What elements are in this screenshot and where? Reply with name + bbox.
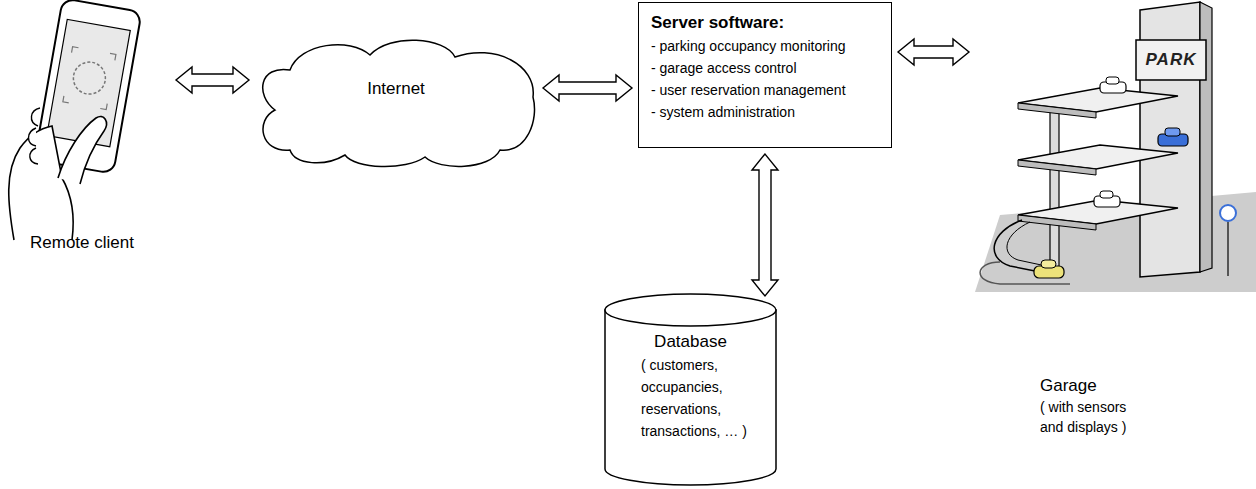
cylinder-top [605,294,776,326]
car-part [1100,191,1113,198]
cloud-outline [263,40,535,166]
car [1034,77,1188,278]
database-cylinder: Database( customers, occupancies, reserv… [603,292,778,487]
garage-illustration-part [1050,100,1059,275]
node-text: ( with sensors and displays ) [1040,397,1140,437]
double-arrow [543,75,632,101]
node-text: - parking occupancy monitoring [651,35,846,57]
garage-floor [1018,88,1178,230]
double-arrow [898,39,969,65]
garage-illustration-part [1220,205,1236,221]
cylinder-outline [605,310,776,485]
garage-illustration-part [994,220,1040,272]
phone-illustration-part-part [63,47,116,110]
node-text: - garage access control [651,57,797,79]
node-text: - user reservation management [651,79,846,101]
garage-floor-part [1018,103,1096,118]
garage-illustration [975,2,1256,292]
node-title: Internet [367,78,425,100]
node-title: Database [654,330,727,354]
car-part [1165,128,1180,136]
cloud-outline [255,35,537,170]
garage-node: Garage( with sensors and displays ) [975,0,1250,445]
double-arrow [752,154,778,296]
double-arrow [176,67,249,93]
sign-text: PARK [1136,40,1206,80]
hand-illustration-part [58,117,106,184]
node-text: ( customers, occupancies, reservations, … [641,354,766,442]
garage-illustration-part [1007,222,1046,266]
cloud-node: Internet [255,35,537,170]
garage-floor-part [1018,160,1096,175]
car-part [1041,260,1056,268]
hand-illustration-part [9,126,74,240]
node-text: - system administration [651,101,795,123]
phone-illustration-part-part [71,60,108,97]
node-title: Garage [1040,375,1097,397]
node-title: Remote client [30,232,134,254]
garage-illustration-part [975,192,1256,292]
hand-illustration [9,108,107,240]
garage-illustration-part [1136,40,1206,80]
hand-illustration-part [29,108,41,164]
garage-illustration-part [1227,222,1229,276]
process-box: Server software:- parking occupancy moni… [638,2,892,148]
client-node: Remote client [5,0,170,262]
car-part [1106,77,1119,84]
node-title: Server software: [651,11,784,35]
